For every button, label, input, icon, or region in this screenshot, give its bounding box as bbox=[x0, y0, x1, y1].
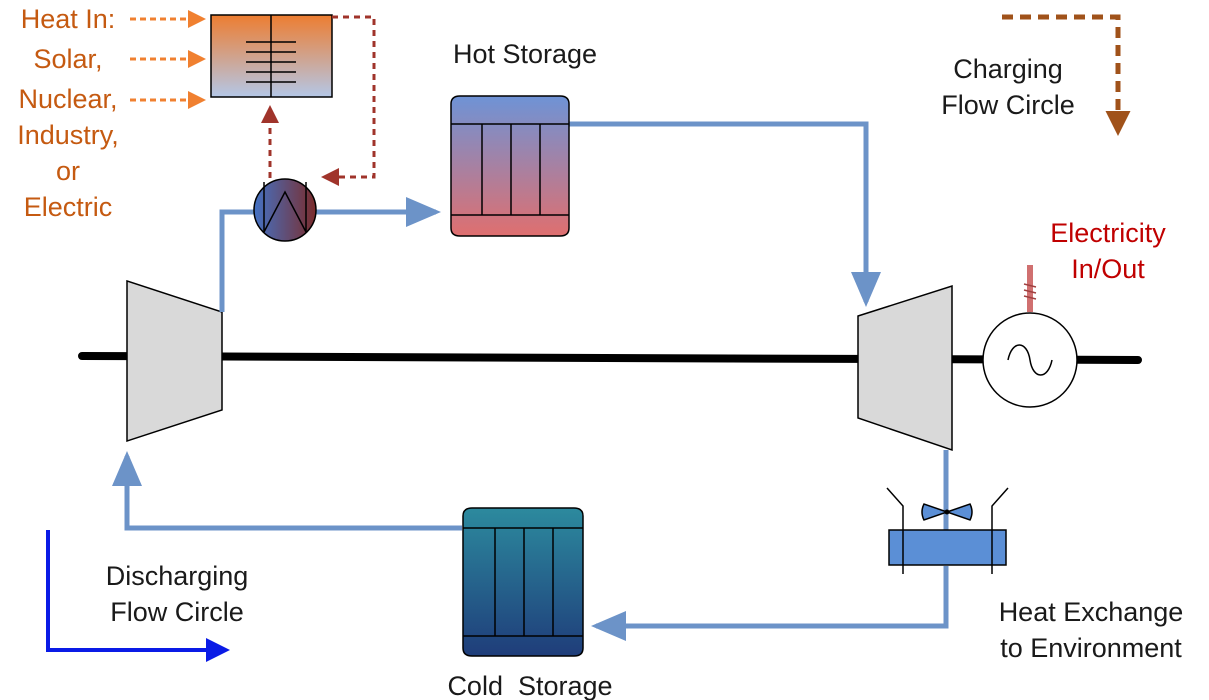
heat-exchanger-coil-icon bbox=[263, 182, 307, 233]
discharging-label-line-2: Flow Circle bbox=[110, 597, 244, 627]
hot-storage-tank bbox=[450, 95, 570, 237]
charging-label-line-1: Charging bbox=[953, 54, 1063, 84]
heat-in-line-5: or bbox=[56, 156, 80, 186]
cold-storage-label: Cold Storage bbox=[447, 671, 612, 700]
flow-pipe-hot-to-turbine bbox=[568, 121, 881, 307]
electricity-label-line-1: Electricity bbox=[1050, 218, 1166, 248]
charging-loop-to-hx bbox=[321, 15, 376, 186]
cold-storage-tank bbox=[462, 507, 584, 657]
compressor bbox=[126, 279, 223, 443]
discharging-legend-arrow bbox=[46, 530, 230, 662]
heat-in-line-3: Nuclear, bbox=[18, 84, 117, 114]
charging-legend-arrow bbox=[1002, 14, 1131, 136]
generator-lead-coil bbox=[1023, 283, 1037, 300]
electricity-label-line-2: In/Out bbox=[1071, 254, 1145, 284]
turbine bbox=[857, 284, 953, 452]
heat-exchanger bbox=[253, 178, 317, 242]
heat-exchange-label-line-2: to Environment bbox=[1000, 633, 1182, 663]
heat-in-line-4: Industry, bbox=[17, 120, 119, 150]
heat-in-label: Heat In: Solar, Nuclear, Industry, or El… bbox=[17, 4, 119, 222]
flow-pipe-cooler-to-cold bbox=[591, 566, 949, 641]
generator-sine-icon bbox=[1007, 344, 1053, 376]
heat-exchange-label-line-1: Heat Exchange bbox=[999, 597, 1184, 627]
fan-icon bbox=[921, 503, 973, 521]
charging-label-line-2: Flow Circle bbox=[941, 90, 1075, 120]
cooler bbox=[886, 487, 1009, 574]
heat-in-line-2: Solar, bbox=[33, 44, 102, 74]
flow-pipe-compressor-to-hx bbox=[219, 209, 258, 312]
hot-storage-label: Hot Storage bbox=[453, 39, 597, 69]
heater-element-icon bbox=[246, 41, 296, 83]
flow-pipe-cold-to-compressor bbox=[112, 451, 462, 531]
heat-in-line-1: Heat In: bbox=[21, 4, 116, 34]
shaft-line bbox=[78, 352, 1142, 364]
discharging-label-line-1: Discharging bbox=[106, 561, 249, 591]
heat-in-line-6: Electric bbox=[24, 192, 113, 222]
